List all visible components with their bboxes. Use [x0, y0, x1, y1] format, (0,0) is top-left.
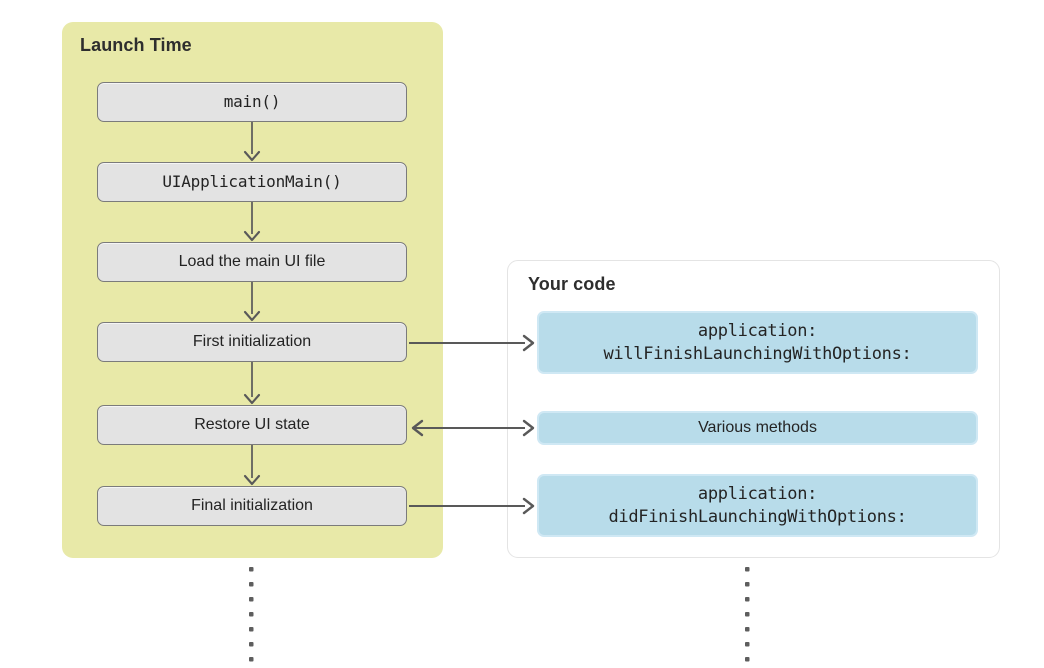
- flow-box-label: Final initialization: [191, 496, 313, 514]
- continuation-dots-right: [745, 567, 750, 662]
- code-box-various-methods: Various methods: [537, 411, 978, 445]
- launch-time-title: Launch Time: [80, 35, 192, 55]
- flow-box-final-initialization: Final initialization: [97, 486, 407, 526]
- flow-box-label: main(): [223, 91, 281, 111]
- code-box-line2: didFinishLaunchingWithOptions:: [608, 506, 907, 527]
- flow-box-label: UIApplicationMain(): [162, 171, 342, 191]
- code-box-will-finish-launching: application: willFinishLaunchingWithOpti…: [537, 311, 978, 374]
- code-box-line1: Various methods: [698, 419, 817, 436]
- flow-box-restore-ui-state: Restore UI state: [97, 405, 407, 445]
- flow-box-first-initialization: First initialization: [97, 322, 407, 362]
- code-box-line1: application:: [697, 484, 818, 505]
- code-box-line2: willFinishLaunchingWithOptions:: [603, 343, 912, 364]
- flow-box-label: Load the main UI file: [178, 252, 326, 270]
- flow-box-label: Restore UI state: [194, 415, 310, 433]
- flow-box-load-main-ui-file: Load the main UI file: [97, 242, 407, 282]
- flow-box-label: First initialization: [192, 332, 312, 350]
- your-code-title: Your code: [528, 274, 616, 294]
- flow-box-uiapplicationmain: UIApplicationMain(): [97, 162, 407, 202]
- continuation-dots-left: [249, 567, 254, 662]
- code-box-line1: application:: [697, 321, 818, 342]
- flow-box-main: main(): [97, 82, 407, 122]
- code-box-did-finish-launching: application: didFinishLaunchingWithOptio…: [537, 474, 978, 537]
